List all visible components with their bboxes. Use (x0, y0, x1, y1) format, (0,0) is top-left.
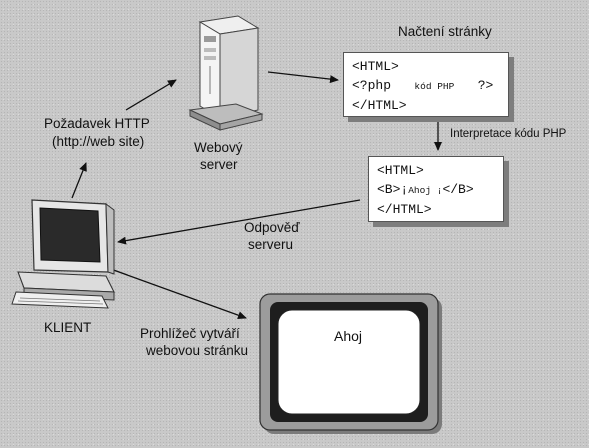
php-source-box: <HTML> <?php kód PHP ?> </HTML> (343, 52, 509, 117)
label-prohlizec: Prohlížeč vytváří (140, 326, 240, 341)
code-line: </HTML> (352, 98, 407, 113)
browser-illustration: Ahoj (258, 292, 448, 440)
code-fragment: <?php (352, 78, 392, 93)
client-computer-illustration (10, 196, 120, 312)
label-webovy: Webový (194, 140, 243, 155)
label-webova-stranka: webovou stránku (146, 343, 249, 358)
browser-page-text: Ahoj (334, 328, 363, 344)
code-line: <HTML> (377, 163, 424, 178)
arrow-request-to-server (125, 79, 177, 111)
code-fragment: </B> (442, 182, 474, 197)
code-line: <HTML> (352, 59, 399, 74)
code-fragment: ?> (477, 78, 494, 93)
label-nacteni-stranky: Načtení stránky (398, 24, 492, 39)
arrow-client-to-browser (107, 267, 247, 320)
code-line: <?php kód PHP ?> (352, 76, 500, 96)
label-klient: KLIENT (44, 320, 92, 335)
label-serveru: serveru (248, 237, 294, 252)
monitor-screen-icon (259, 293, 442, 434)
label-odpoved: Odpověď (244, 220, 300, 235)
label-pozadavek-http: Požadavek HTTP (44, 116, 150, 131)
server-illustration (180, 14, 266, 136)
computer-icon (11, 199, 115, 309)
arrow-client-to-request (71, 162, 87, 199)
code-line: <B>¡Ahoj ¡</B> (377, 180, 495, 200)
arrow-server-to-code (267, 71, 339, 84)
code-fragment: kód PHP (414, 81, 455, 92)
interpreted-html-box: <HTML> <B>¡Ahoj ¡</B> </HTML> (368, 156, 504, 222)
code-line: </HTML> (377, 202, 432, 217)
arrow-response-to-client (117, 199, 361, 245)
server-icon (188, 15, 264, 131)
label-pozadavek-url: (http://web site) (52, 134, 145, 149)
label-server: server (200, 157, 238, 172)
code-fragment: <B>¡ (377, 182, 409, 197)
label-interpretace: Interpretace kódu PHP (450, 128, 567, 140)
code-fragment: Ahoj ¡ (408, 185, 443, 196)
